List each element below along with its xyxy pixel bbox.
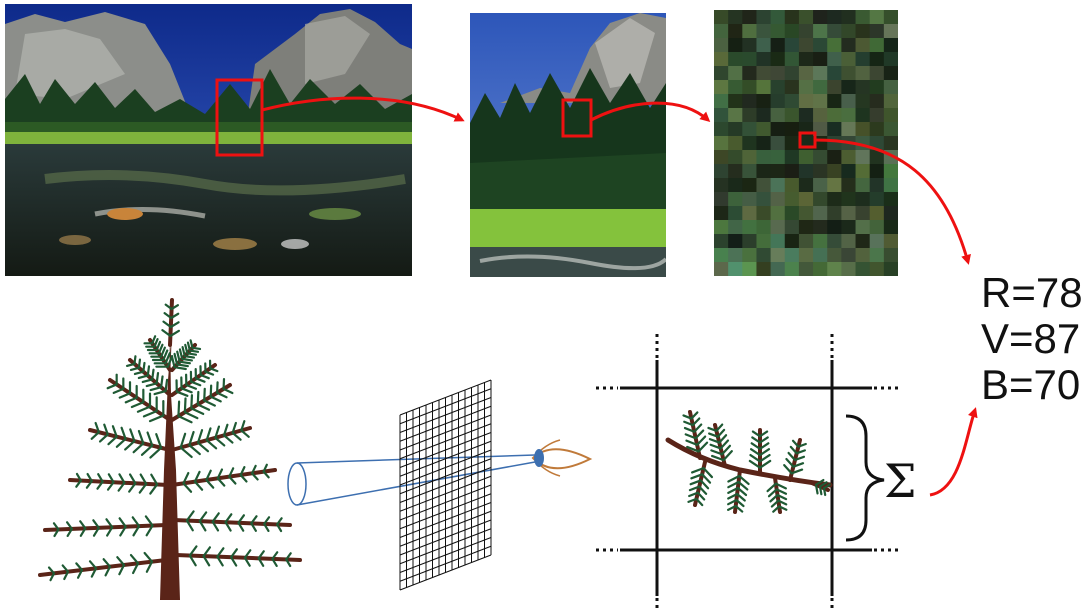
zoom-box-3: [798, 131, 817, 149]
pixel-cell-frame: [620, 360, 872, 596]
zoom-box-1: [215, 78, 264, 157]
red-value: R=78: [981, 269, 1083, 316]
blue-value: B=70: [981, 361, 1081, 408]
zoomed-photo: [470, 13, 666, 277]
green-value: V=87: [981, 315, 1081, 362]
tree-icon: [38, 298, 302, 600]
landscape-photo: [5, 4, 412, 276]
curly-brace-icon: [845, 414, 885, 542]
view-cone-icon: [287, 454, 536, 506]
pixel-grid-icon: [399, 379, 492, 591]
zoom-arrow-2: [590, 101, 711, 122]
zoom-box-2: [561, 98, 593, 138]
pixel-rgb-values: R=78 V=87 B=70: [981, 270, 1083, 408]
branch-icon: [665, 410, 833, 514]
sum-symbol: Σ: [884, 454, 917, 508]
zoom-arrow-3: [814, 138, 971, 265]
zoom-arrow-1: [261, 96, 465, 122]
eye-icon: [531, 439, 593, 477]
pixel-cell-frame-dots: [596, 334, 900, 612]
sum-arrow: [929, 407, 978, 497]
